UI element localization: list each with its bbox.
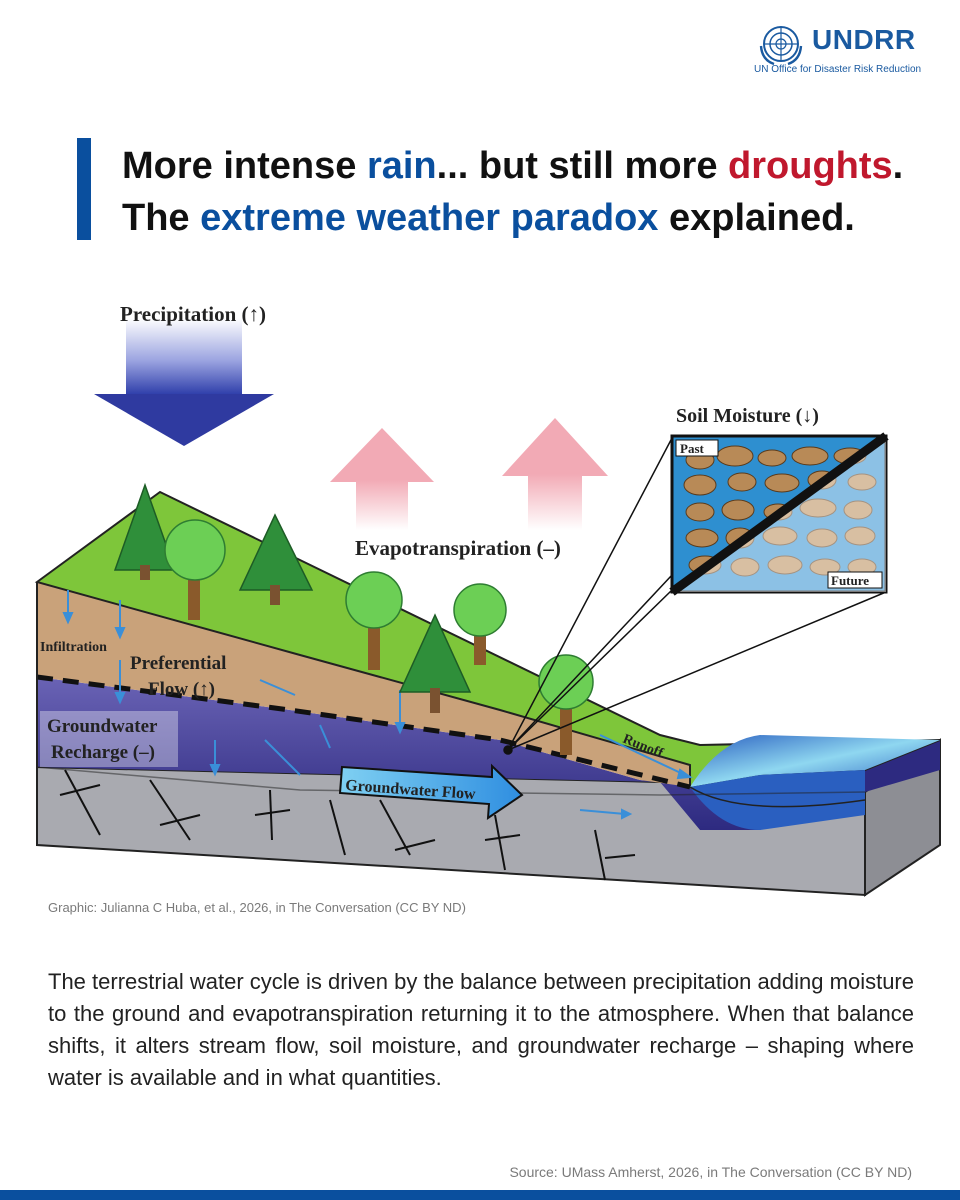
logo-subtitle: UN Office for Disaster Risk Reduction xyxy=(754,64,922,75)
logo-name: UNDRR xyxy=(812,24,916,55)
groundwater-recharge-label-2: Recharge (–) xyxy=(51,742,155,763)
soil-moisture-inset xyxy=(669,432,889,596)
deciduous-tree xyxy=(164,519,226,620)
river xyxy=(690,735,940,787)
graphic-credit: Graphic: Julianna C Huba, et al., 2026, … xyxy=(48,900,466,915)
headline-line-2: The extreme weather paradox explained. xyxy=(122,192,942,244)
water-cycle-diagram: Precipitation (↑) Evapotranspiration (–) xyxy=(34,302,941,897)
infiltration-label: Infiltration xyxy=(40,640,107,655)
headline-droughts: droughts xyxy=(728,145,893,187)
evapotranspiration-arrow-left xyxy=(330,428,434,530)
headline-text: . xyxy=(892,145,904,187)
undrr-logo: UNDRR UN Office for Disaster Risk Reduct… xyxy=(752,20,922,80)
headline-rain: rain xyxy=(366,145,437,187)
deciduous-tree xyxy=(345,571,403,670)
infiltration-arrows xyxy=(62,590,693,820)
headline-line-1: More intense rain... but still more drou… xyxy=(122,140,942,192)
soil-moisture-label: Soil Moisture (↓) xyxy=(676,405,819,427)
pine-tree xyxy=(238,513,314,605)
headline-text: More intense xyxy=(122,145,367,187)
groundwater-zone xyxy=(37,677,865,830)
headline-accent-bar xyxy=(77,138,91,240)
bedrock-fractures xyxy=(59,769,636,881)
callout-lines xyxy=(503,437,887,755)
body-paragraph: The terrestrial water cycle is driven by… xyxy=(48,969,914,1090)
preferential-flow-label-2: Flow (↑) xyxy=(148,679,215,700)
groundwater-recharge-label-1: Groundwater xyxy=(47,716,158,737)
precipitation-label: Precipitation (↑) xyxy=(120,302,266,326)
pine-tree xyxy=(113,482,177,580)
evapotranspiration-arrow-right xyxy=(502,418,608,530)
headline-text: explained. xyxy=(658,197,855,239)
past-label: Past xyxy=(680,441,705,456)
future-label: Future xyxy=(831,573,869,588)
headline-highlight: extreme weather paradox xyxy=(200,197,659,239)
groundwater-flow-arrow xyxy=(338,763,524,820)
precipitation-arrow xyxy=(94,318,274,446)
soil-layer xyxy=(37,582,690,787)
deciduous-tree xyxy=(453,583,507,665)
bottom-accent-bar xyxy=(0,1190,960,1200)
headline: More intense rain... but still more drou… xyxy=(122,140,942,244)
source-credit: Source: UMass Amherst, 2026, in The Conv… xyxy=(509,1164,912,1180)
evapotranspiration-label: Evapotranspiration (–) xyxy=(355,536,561,560)
headline-text: The xyxy=(122,197,201,239)
preferential-flow-label-1: Preferential xyxy=(130,653,226,674)
un-emblem-icon xyxy=(759,26,803,66)
groundwater-recharge-label-bg xyxy=(40,711,178,767)
pine-tree xyxy=(398,613,472,713)
headline-text: ... but still more xyxy=(436,145,729,187)
